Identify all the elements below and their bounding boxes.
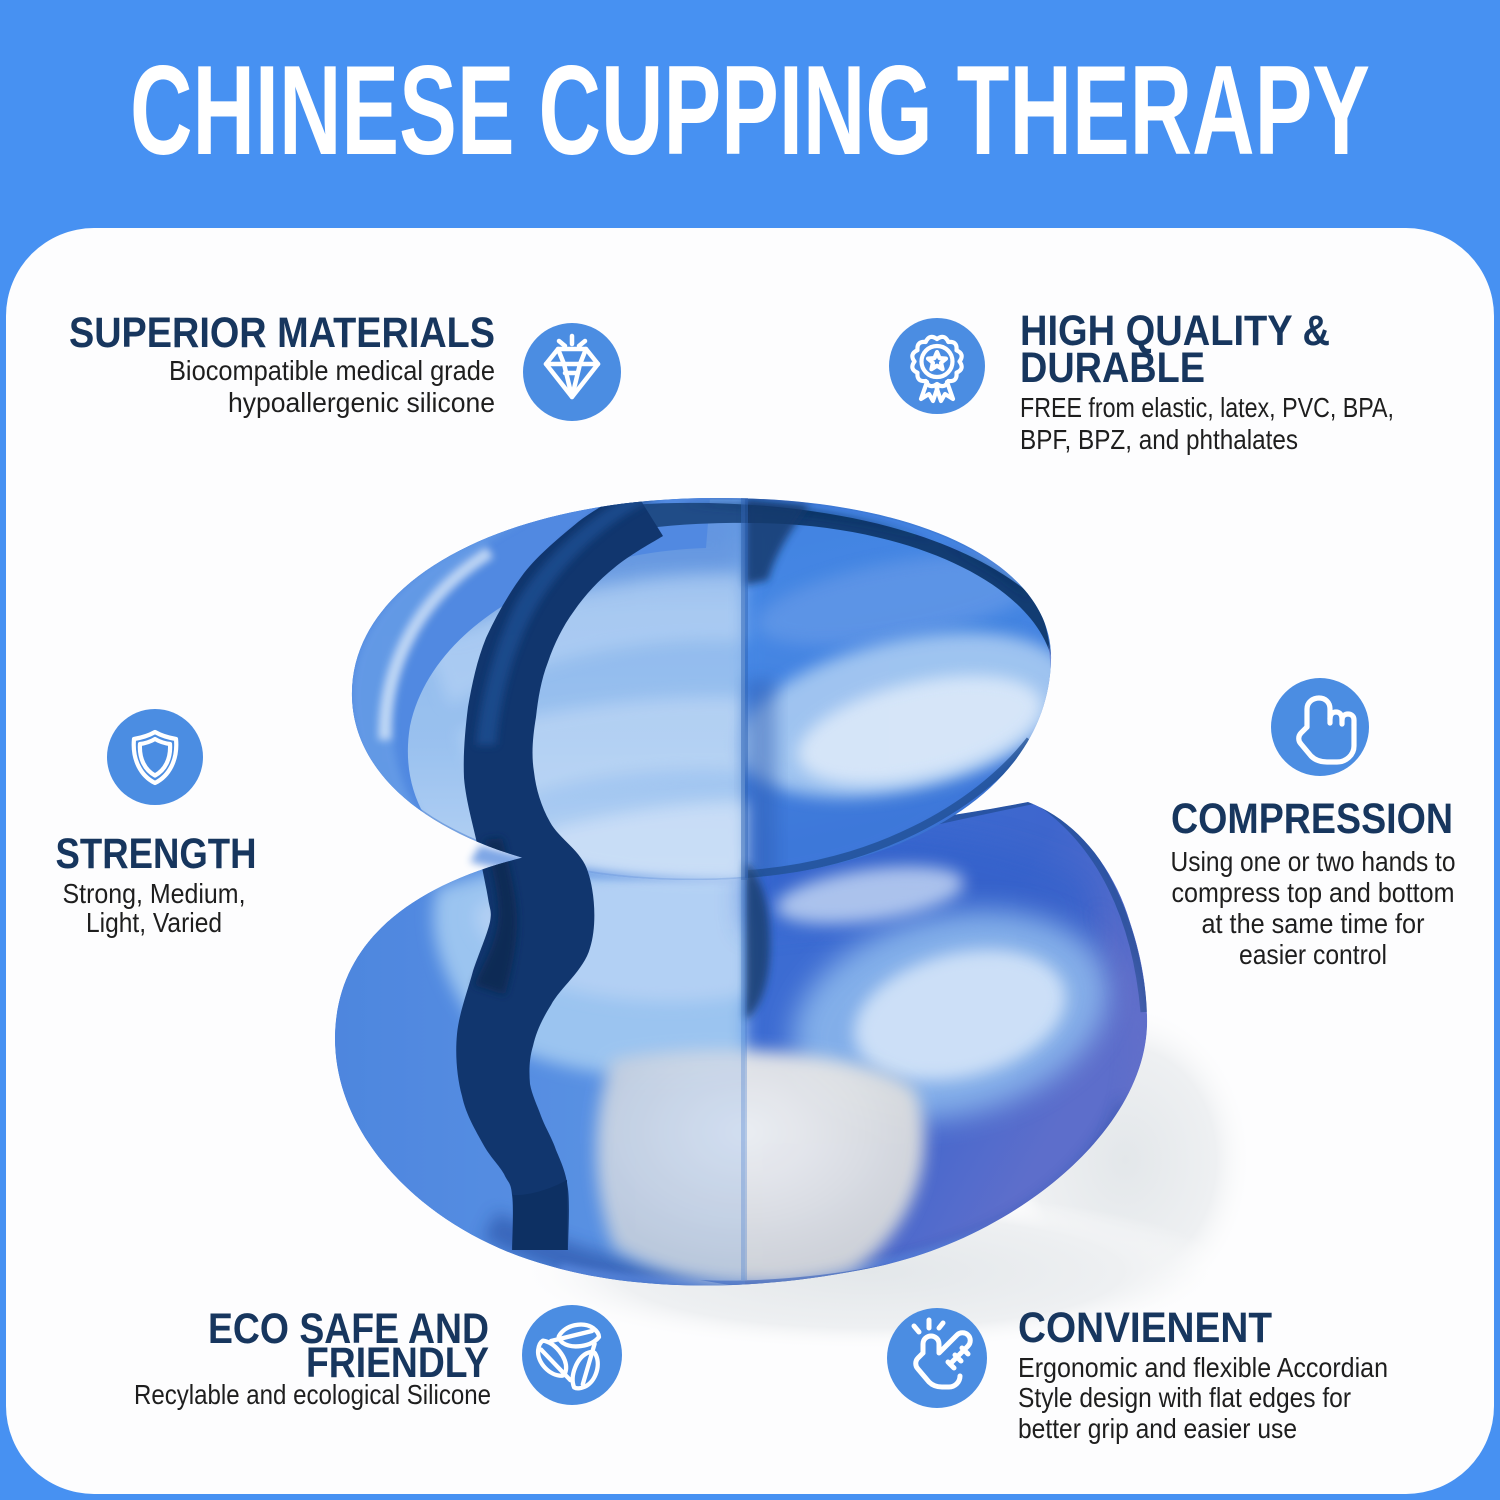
svg-text:BPF, BPZ, and phthalates: BPF, BPZ, and phthalates bbox=[1020, 424, 1298, 455]
svg-text:at the same time for: at the same time for bbox=[1202, 908, 1425, 939]
svg-text:better grip and easier use: better grip and easier use bbox=[1018, 1413, 1297, 1444]
svg-text:Biocompatible medical grade: Biocompatible medical grade bbox=[169, 355, 495, 386]
svg-text:Recylable and ecological Silic: Recylable and ecological Silicone bbox=[134, 1379, 491, 1410]
svg-text:hypoallergenic silicone: hypoallergenic silicone bbox=[228, 387, 495, 418]
svg-text:Style design with flat edges f: Style design with flat edges for bbox=[1018, 1382, 1351, 1413]
svg-text:Light, Varied: Light, Varied bbox=[86, 907, 222, 938]
svg-text:FRIENDLY: FRIENDLY bbox=[306, 1339, 489, 1387]
svg-text:Strong, Medium,: Strong, Medium, bbox=[63, 878, 246, 909]
svg-text:STRENGTH: STRENGTH bbox=[56, 830, 257, 878]
svg-text:CHINESE CUPPING THERAPY: CHINESE CUPPING THERAPY bbox=[130, 39, 1370, 181]
svg-text:FREE from elastic, latex, PVC,: FREE from elastic, latex, PVC, BPA, bbox=[1020, 392, 1394, 423]
svg-text:DURABLE: DURABLE bbox=[1020, 344, 1205, 392]
svg-text:compress top and bottom: compress top and bottom bbox=[1172, 877, 1455, 908]
svg-text:CONVIENENT: CONVIENENT bbox=[1018, 1304, 1272, 1352]
svg-text:HIGH QUALITY &: HIGH QUALITY & bbox=[1020, 307, 1330, 355]
svg-text:Using one or two hands to: Using one or two hands to bbox=[1171, 846, 1456, 877]
svg-text:Ergonomic and flexible Accordi: Ergonomic and flexible Accordian bbox=[1018, 1352, 1388, 1383]
svg-text:ECO SAFE AND: ECO SAFE AND bbox=[208, 1305, 489, 1353]
svg-text:COMPRESSION: COMPRESSION bbox=[1171, 795, 1453, 843]
svg-text:SUPERIOR MATERIALS: SUPERIOR MATERIALS bbox=[69, 309, 495, 357]
svg-text:easier control: easier control bbox=[1239, 939, 1387, 970]
